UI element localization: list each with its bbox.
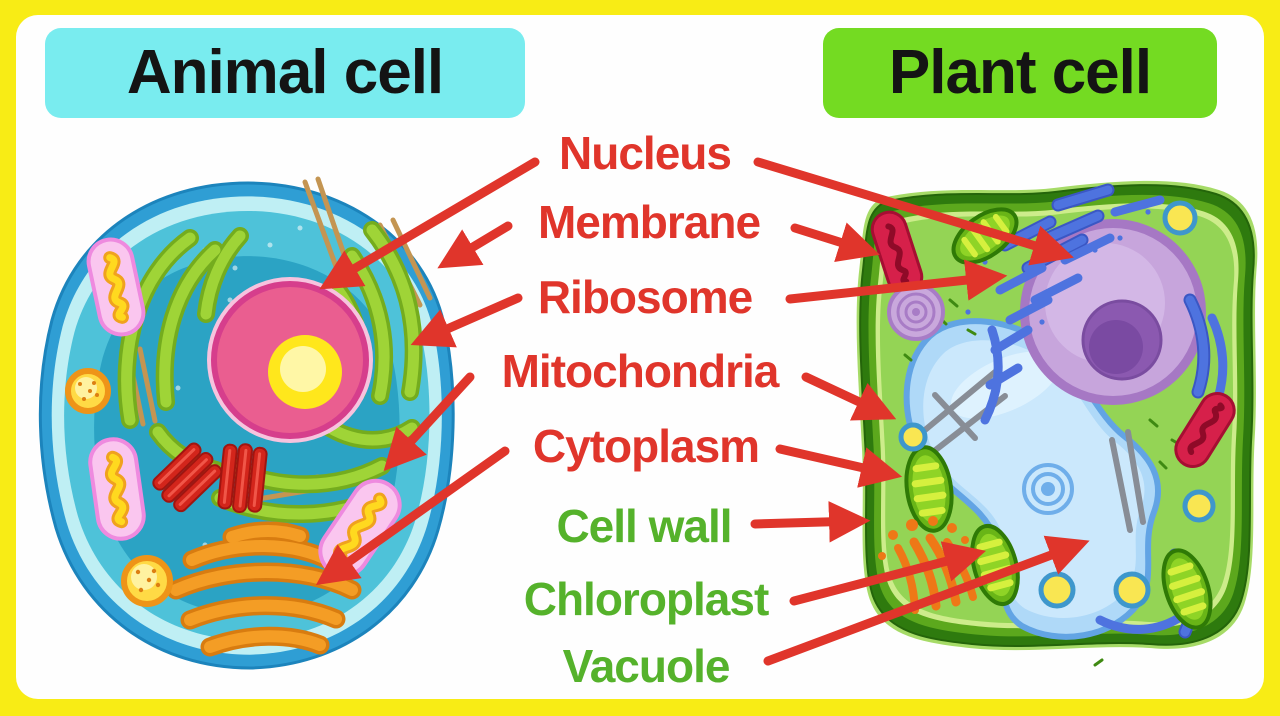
label-membrane: Membrane (537, 196, 761, 248)
arrow-nucleus-plant (753, 157, 1074, 266)
label-mitochondria: Mitochondria (501, 345, 780, 397)
plant-chloroplast-1 (951, 207, 1019, 265)
label-cell-wall: Cell wall (556, 500, 732, 552)
animal-centriole-left (152, 442, 223, 513)
animal-mitochondrion-bottom-left (88, 437, 146, 541)
plant-nucleolus (1081, 299, 1163, 381)
arrow-mitochondria-plant (801, 372, 897, 421)
label-cytoplasm: Cytoplasm (532, 420, 760, 472)
animal-nucleolus (268, 335, 342, 409)
label-chloroplast: Chloroplast (523, 573, 770, 625)
label-ribosome: Ribosome (537, 271, 753, 323)
arrow-ribosome-animal (410, 293, 523, 348)
plant-nucleus (1020, 219, 1206, 405)
animal-lysosome-bottom (121, 555, 173, 607)
plant-chloroplast-2 (904, 445, 954, 533)
annotation-arrows (315, 157, 1090, 666)
arrow-mitochondria-animal (383, 372, 475, 472)
arrow-membrane-animal (437, 221, 513, 269)
vacuole-ring-detail (1022, 463, 1074, 515)
plant-smooth-er-rings (887, 283, 945, 341)
animal-nucleus (207, 277, 373, 443)
arrow-cell-wall-plant (750, 501, 871, 543)
plant-cell-illustration (856, 180, 1258, 667)
label-vacuole: Vacuole (562, 640, 731, 692)
plant-vesicles (898, 200, 1216, 609)
animal-lysosome-top (65, 368, 111, 414)
animal-cell-illustration (38, 176, 455, 670)
arrow-nucleus-animal (319, 157, 540, 290)
arrow-vacuole-plant (763, 535, 1090, 666)
plant-chloroplast-4 (1161, 548, 1213, 630)
animal-centriole-right (217, 443, 268, 514)
animal-mitochondrion-top-left (86, 237, 146, 337)
plant-cytoplasm-speckles (903, 298, 1181, 667)
label-nucleus: Nucleus (559, 127, 732, 179)
arrow-ribosome-plant (785, 259, 1008, 304)
plant-cell-title: Plant cell (823, 28, 1217, 118)
arrow-chloroplast-plant (789, 541, 987, 606)
plant-mitochondrion-right (1174, 391, 1236, 469)
animal-cell-title: Animal cell (45, 28, 525, 118)
arrow-cytoplasm-animal (315, 446, 510, 586)
arrow-membrane-plant (790, 222, 880, 263)
arrow-cytoplasm-plant (775, 444, 903, 488)
